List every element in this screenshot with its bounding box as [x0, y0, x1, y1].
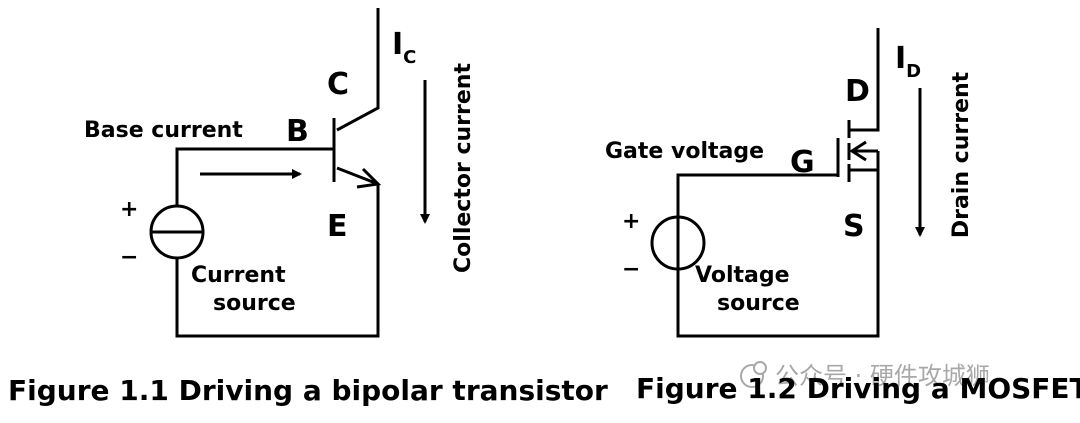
voltage-source-label-line2: source	[717, 291, 800, 316]
bjt-wire-loop	[175, 147, 380, 338]
mosfet-minus-sign: −	[622, 257, 640, 282]
base-current-label: Base current	[84, 118, 243, 143]
collector-terminal-label: C	[327, 67, 349, 102]
watermark: 公众号 · 硬件攻城狮	[740, 361, 990, 390]
collector-wire	[336, 8, 380, 132]
mosfet-plus-sign: +	[622, 209, 640, 234]
gate-terminal-label: G	[790, 145, 815, 180]
emitter-line	[336, 166, 379, 186]
gate-voltage-label: Gate voltage	[605, 139, 764, 164]
wechat-icon-dot	[753, 361, 767, 375]
current-source-label-line2: source	[213, 291, 296, 316]
bjt-minus-sign: −	[120, 245, 138, 270]
bjt-circuit: Base current B C E IC Collector current …	[8, 8, 608, 407]
mosfet-wire-loop	[676, 168, 880, 338]
current-source-label-line1: Current	[191, 263, 286, 288]
figure-1-2-caption: Figure 1.2 Driving a MOSFET	[636, 372, 1080, 405]
base-terminal-label: B	[286, 114, 309, 149]
body-arrow	[849, 140, 867, 162]
emitter-terminal-label: E	[327, 209, 348, 244]
id-label: ID	[895, 41, 921, 82]
ic-label: IC	[392, 27, 416, 68]
bjt-plus-sign: +	[120, 197, 138, 222]
mosfet-circuit: Gate voltage G D S ID Drain current + − …	[605, 28, 1080, 405]
source-terminal-label: S	[843, 209, 865, 244]
drain-terminal-label: D	[845, 74, 870, 109]
drain-wire	[850, 28, 880, 132]
wechat-icon	[740, 364, 764, 388]
figure-1-1-caption: Figure 1.1 Driving a bipolar transistor	[8, 374, 608, 407]
collector-current-label: Collector current	[451, 63, 476, 273]
drain-current-label: Drain current	[949, 71, 974, 238]
watermark-text: 公众号 · 硬件攻城狮	[775, 362, 990, 390]
emitter-arrow	[356, 167, 382, 189]
voltage-source-label-line1: Voltage	[695, 263, 790, 288]
